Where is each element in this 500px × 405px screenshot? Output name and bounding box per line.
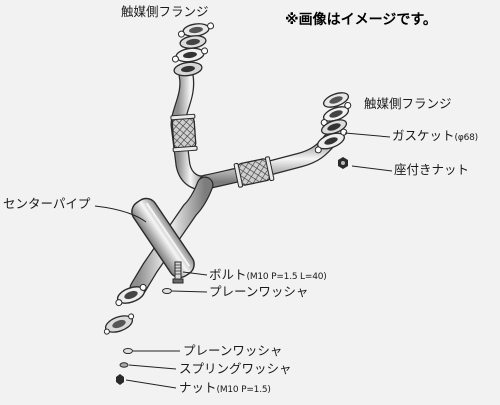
leader-plain-washer-1 (171, 290, 208, 293)
outlet-flange (115, 283, 147, 307)
bolt-part (172, 261, 184, 284)
label-gasket: ガスケット(φ68) (392, 129, 478, 145)
flex-joint-right (233, 156, 275, 188)
outlet-gasket (103, 313, 135, 335)
image-disclaimer: ※画像はイメージです。 (285, 12, 437, 28)
label-flange-right: 触媒側フランジ (364, 96, 452, 111)
label-nut: ナット(M10 P=1.5) (179, 381, 271, 397)
label-spring-washer: スプリングワッシャ (179, 361, 292, 376)
label-plain-washer-2: プレーンワッシャ (183, 343, 283, 358)
nut-part (116, 374, 124, 385)
leader-nut (125, 379, 177, 389)
bolt-text: ボルト (209, 267, 247, 282)
nut-spec: (M10 P=1.5) (216, 385, 271, 395)
label-center-pipe: センターパイプ (3, 196, 91, 211)
gasket-text: ガスケット (392, 128, 455, 143)
leader-center-pipe (94, 205, 147, 223)
label-bolt: ボルト(M10 P=1.5 L=40) (209, 268, 327, 284)
right-flange-stack (314, 92, 352, 154)
label-flange-top: 触媒側フランジ (121, 4, 209, 19)
spring-washer-part (119, 362, 129, 368)
leader-spring-washer (128, 364, 177, 370)
label-seat-nut: 座付きナット (394, 162, 470, 177)
plain-washer-upper-part (162, 288, 172, 294)
bolt-spec: (M10 P=1.5 L=40) (246, 272, 327, 282)
flex-joint-left (170, 113, 198, 153)
leader-seat-nut (351, 165, 393, 172)
leader-gasket (344, 132, 391, 138)
gasket-spec: (φ68) (454, 133, 479, 143)
resonator-body (131, 197, 195, 279)
leader-bolt (182, 271, 208, 276)
nut-text: ナット (179, 380, 217, 395)
plain-washer-lower-part (123, 348, 133, 354)
top-flange-stack (171, 22, 215, 77)
seat-nut-part (338, 157, 348, 169)
label-plain-washer-1: プレーンワッシャ (209, 284, 309, 299)
